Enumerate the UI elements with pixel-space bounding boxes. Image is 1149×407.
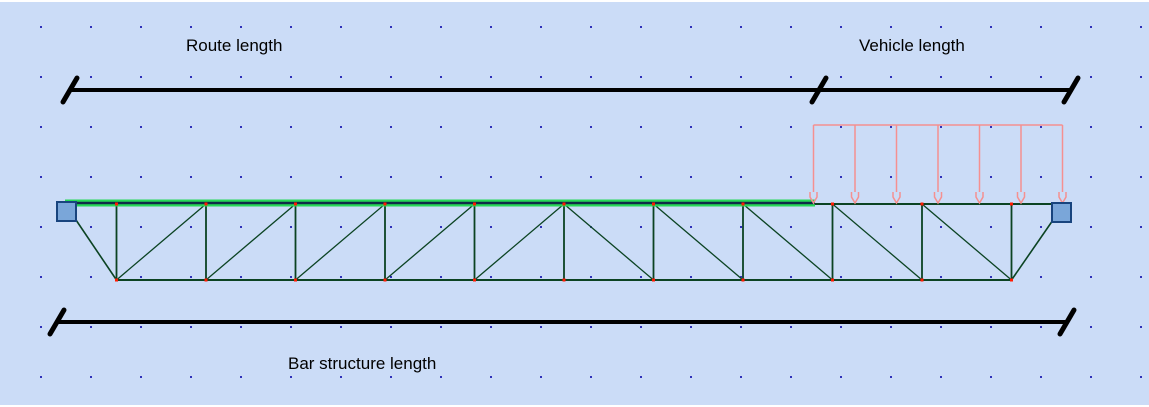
truss-structure[interactable] bbox=[66, 203, 1054, 281]
load-arrow[interactable] bbox=[1016, 125, 1026, 205]
load-arrow[interactable] bbox=[892, 125, 901, 205]
diagonal-member[interactable] bbox=[921, 203, 1012, 281]
diagonal-member[interactable] bbox=[295, 203, 386, 281]
right-end-post[interactable] bbox=[1010, 219, 1054, 281]
node-dot bbox=[741, 202, 745, 206]
dimension-tick bbox=[1057, 307, 1077, 337]
dimension-tick bbox=[60, 75, 80, 105]
left-end-post[interactable] bbox=[75, 219, 118, 281]
diagonal-member[interactable] bbox=[384, 203, 475, 281]
dimension-tick bbox=[809, 75, 829, 105]
diagonal-member[interactable] bbox=[563, 203, 654, 281]
node-dot bbox=[831, 278, 834, 282]
bar-structure-dimension-line[interactable] bbox=[47, 307, 1077, 337]
node-dot bbox=[473, 278, 476, 282]
node-dot bbox=[294, 202, 297, 206]
left-support[interactable] bbox=[56, 201, 77, 222]
canvas-bottom-edge bbox=[0, 405, 1149, 407]
diagonal-member[interactable] bbox=[474, 203, 565, 281]
diagonal-member[interactable] bbox=[205, 203, 296, 281]
load-arrow[interactable] bbox=[809, 125, 818, 205]
vehicle-load-arrows[interactable] bbox=[809, 124, 1067, 205]
vehicle-length-label: Vehicle length bbox=[859, 36, 965, 55]
bar-structure-length-label: Bar structure length bbox=[288, 354, 437, 373]
node-dot bbox=[115, 202, 118, 206]
dimension-tick bbox=[47, 307, 67, 337]
node-dot bbox=[1010, 202, 1013, 206]
node-dot bbox=[473, 202, 476, 206]
node-dot bbox=[204, 278, 208, 282]
node-dot bbox=[383, 278, 387, 282]
node-dot bbox=[652, 278, 655, 282]
truss-nodes bbox=[115, 202, 1013, 282]
diagonal-member[interactable] bbox=[653, 203, 744, 281]
node-dot bbox=[652, 202, 655, 206]
route-length-label: Route length bbox=[186, 36, 283, 55]
load-arrow[interactable] bbox=[1058, 125, 1067, 205]
diagonal-member[interactable] bbox=[832, 203, 923, 281]
diagonal-member[interactable] bbox=[116, 203, 207, 281]
node-dot bbox=[920, 278, 924, 282]
node-dot bbox=[204, 202, 208, 206]
load-arrow[interactable] bbox=[933, 125, 943, 205]
node-dot bbox=[562, 202, 566, 206]
node-dot bbox=[562, 278, 566, 282]
right-support[interactable] bbox=[1051, 202, 1072, 223]
canvas-top-edge bbox=[0, 0, 1149, 2]
load-arrow[interactable] bbox=[975, 125, 984, 205]
route-vehicle-dimension-line[interactable] bbox=[60, 75, 1081, 105]
diagonal-member[interactable] bbox=[742, 203, 833, 281]
node-dot bbox=[1010, 278, 1013, 282]
node-dot bbox=[294, 278, 297, 282]
dimension-tick bbox=[1061, 75, 1081, 105]
node-dot bbox=[383, 202, 387, 206]
node-dot bbox=[115, 278, 118, 282]
node-dot bbox=[741, 278, 745, 282]
node-dot bbox=[920, 202, 924, 206]
load-arrow[interactable] bbox=[850, 125, 860, 205]
node-dot bbox=[831, 202, 834, 206]
